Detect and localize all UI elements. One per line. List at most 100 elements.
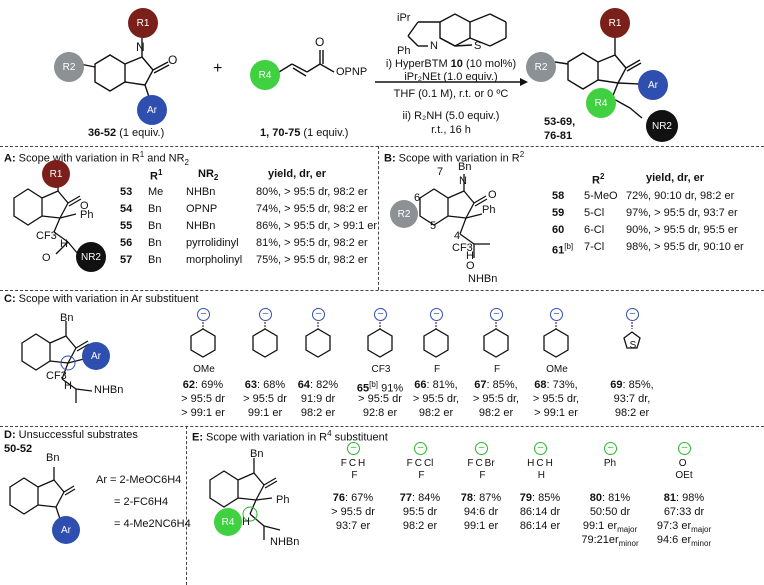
c-dr: 91:9 dr [300,393,336,405]
e-r4-badge: R4 [214,508,242,536]
d-ar-badge: Ar [52,516,80,544]
b-o2: O [466,260,475,272]
b-row-num-text: 58 [552,190,565,202]
reactant1-number: 36-52 [88,127,117,139]
d-line-1: Ar = 2-MeOC6H4 [96,474,182,486]
c-num: 69 [610,379,623,391]
product-nr2-badge: NR2 [646,110,678,142]
section-b-title: B: Scope with variation in R2 [384,150,524,165]
e-er: 99:1 ermajor [572,520,648,537]
section-e-title: E: Scope with variation in R4 substituen… [192,429,388,444]
c-yield: 65[b] 91% [346,379,414,395]
b-pos7: 7 [437,166,444,178]
c-er: 98:2 er [614,407,650,419]
section-d-structure [9,467,76,520]
a-row-nr2: NHBn [186,220,216,232]
sec-e-title-text: Scope with variation in R [203,431,328,444]
b-h: H [466,250,474,262]
catalyst-structure [407,13,507,47]
c-ring-shape [305,328,331,358]
a-r1-badge: R1 [42,160,70,188]
c-ring-shape [252,328,278,358]
cond-1a: i) HyperBTM [385,58,451,70]
e-bn: Bn [250,448,264,460]
c-attach-badge: – [430,308,443,321]
ar-badge: Ar [137,95,167,125]
reactant1-equiv: (1 equiv.) [116,127,165,139]
c-nhbn: NHBn [94,384,124,396]
c-dr: > 95:5 dr, [472,393,520,405]
plus-sign: + [213,60,223,77]
a-o-label: O [80,200,89,212]
e-er-text: 93:7 er [335,520,371,532]
c-substituent: OMe [193,364,215,375]
c-ring-shape [483,328,509,358]
e-yield-text: : 85% [532,492,561,504]
opnp-label: OPNP [336,66,368,78]
b-row-num-text: 60 [552,224,565,236]
e-group-drawing: O OEt [675,458,693,481]
product-r1-badge: R1 [600,8,630,38]
c-yield: 62: 69% [169,379,237,392]
b-bn: Bn [458,161,472,173]
c-er: > 99:1 er [534,407,578,419]
divider-de [0,426,764,427]
b-row-num: 59 [552,207,564,219]
c-yield-text: : 73%, [546,379,578,391]
sec-e-tail: substituent [331,431,388,444]
e-er-text: 99:1 er [582,520,618,532]
e-yield: 79: 85% [502,492,578,505]
ph-label: Ph [397,45,411,57]
divider-d-e [186,426,187,585]
c-substituent: S [629,340,637,351]
e-group-drawing: F C Cl F [406,458,434,481]
reactant2-equiv: (1 equiv.) [300,127,349,139]
b-ph: Ph [482,204,496,216]
c-attach-badge: – [626,308,639,321]
sec-b-sup: 2 [519,150,525,159]
c-aryl-ring [483,322,509,358]
c-aryl-ring [623,322,641,349]
o-atom: O [168,53,178,67]
c-attach-badge: – [374,308,387,321]
e-yield: 80: 81% [572,492,648,505]
a-cf3: CF3 [36,230,57,242]
c-dr: > 95:5 dr [243,393,287,405]
c-substituent: F [433,364,441,375]
a-head-sub: 2 [213,173,219,183]
b-head-sup: 2 [599,172,605,181]
conditions-line5: r.t., 16 h [431,124,471,136]
c-num: 62 [182,379,196,391]
cond-1b: (10 mol%) [462,58,517,70]
section-b-structure [419,174,490,258]
c-bn: Bn [60,312,74,324]
c-yield-text: : 85%, [486,379,518,391]
b-row-num-text: 59 [552,207,565,219]
b-row-yield: 90%, > 95:5 dr, 95:5 er [626,224,738,236]
c-substituent: F [493,364,501,375]
a-row-r1: Bn [148,254,162,266]
e-er-text: 86:14 er [519,520,561,532]
a-row-num: 55 [120,220,133,232]
r1-badge: R1 [128,8,158,38]
sec-c-letter: C: [4,293,16,305]
c-cf3: CF3 [46,370,67,382]
cat-number: 10 [450,58,463,70]
b-row-r2: 6-Cl [584,224,605,236]
b-pos6: 6 [414,192,421,204]
b-o: O [488,189,497,201]
sec-e-sup: 4 [327,429,332,438]
a-h: H [60,238,68,250]
ar-label: Ar [147,104,157,116]
reactant2-number: 1, 70-75 [260,127,301,139]
e-er-text: 99:1 er [463,520,499,532]
c-ar: Ar [91,350,101,362]
conditions-line1: i) HyperBTM 10 (10 mol%) [376,58,526,70]
a-row-num: 56 [120,237,133,249]
a-head-sup: 1 [157,168,163,177]
e-num: 76 [332,492,346,504]
n-atom: N [136,40,145,54]
e-dr: 86:14 dr [519,506,561,518]
a-row-yield: 86%, > 95:5 dr, > 99:1 er [256,220,378,232]
e-group-drawing: F C Br F [467,458,495,481]
